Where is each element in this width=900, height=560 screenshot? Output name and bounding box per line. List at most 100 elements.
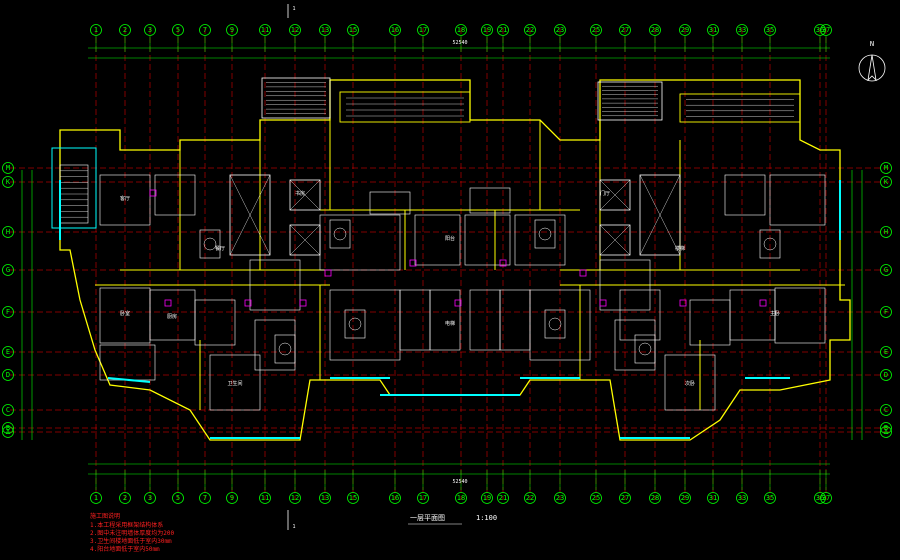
room-outline [724,174,766,216]
furniture-chair [203,237,217,251]
axis-bubble [347,24,359,36]
axis-bubble-label: 13 [321,26,329,34]
axis-bubble-label: 5 [176,26,180,34]
axis-bubble [880,264,892,276]
axis-bubble-label: 29 [681,26,689,34]
axis-bubble-label: G [6,266,10,274]
axis-bubble [497,492,509,504]
axis-bubble-label: C [6,406,10,414]
core-room [599,224,631,256]
axis-bubble [736,492,748,504]
room-outline [414,214,461,266]
stair-landing [339,91,471,123]
room-outline [529,289,591,361]
axis-bubble [289,492,301,504]
furniture-table [544,309,566,339]
note-line-1: 1.本工程采用框架结构体系 [90,521,163,529]
furniture-table [634,334,656,364]
axis-bubble-label: 17 [419,494,427,502]
door-fixture [244,299,252,307]
axis-bubble-label: D [884,371,888,379]
furniture-table [344,309,366,339]
axis-bubble [417,24,429,36]
axis-bubble-label: 28 [651,494,659,502]
axis-bubble-label: M [884,164,888,172]
axis-bubble [319,492,331,504]
furniture-table [329,219,351,249]
elevator-cross [599,224,631,256]
core-room [639,174,681,256]
room-outline [99,174,151,226]
note-line-3: 3.卫生间楼地面低于室内30mm [90,537,172,545]
axis-bubble [554,24,566,36]
axis-bubble [119,492,131,504]
axis-bubble [199,492,211,504]
door-fixture [454,299,462,307]
axis-bubble-label: 29 [681,494,689,502]
axis-bubble [736,24,748,36]
axis-bubble [144,24,156,36]
axis-bubble [679,24,691,36]
window [107,377,151,383]
axis-bubble-label: 22 [526,494,534,502]
elevator-cross [639,174,681,256]
axis-bubble [455,492,467,504]
axis-bubble [814,492,826,504]
axis-bubble-label: 2 [123,26,127,34]
axis-bubble-label: 28 [651,26,659,34]
axis-bubble-label: 15 [349,494,357,502]
axis-bubble [590,492,602,504]
axis-bubble-label: 7 [203,26,207,34]
furniture-chair [333,227,347,241]
room-label: 电梯 [445,320,455,327]
axis-bubble [820,24,832,36]
stair-block [597,81,663,121]
axis-bubble-label: 21 [499,26,507,34]
section-mark-top-label: 1 [292,6,295,12]
room-outline [194,299,236,346]
axis-bubble-label: 35 [766,26,774,34]
axis-bubble [2,306,14,318]
axis-bubble-label: 3 [148,494,152,502]
axis-bubble [90,492,102,504]
room-label: 客厅 [120,195,130,202]
axis-bubble [2,422,14,434]
axis-bubble-label: K [6,178,11,186]
room-layout [51,77,841,439]
room-outline [469,289,501,351]
axis-bubble [172,492,184,504]
axis-bubble [880,404,892,416]
axis-bubble-label: F [884,308,888,316]
door-fixture [409,259,417,267]
axis-bubble [649,492,661,504]
axis-bubble [764,492,776,504]
door-fixture [149,189,157,197]
axis-bubble-label: 33 [738,26,746,34]
axis-bubble-label: 1 [94,26,98,34]
note-line-2: 2.图中未注明墙体厚度均为200 [90,529,174,537]
section-mark-top: 1 [287,4,296,18]
axis-bubble-label: 16 [391,26,399,34]
total-dimension-top: 52540 [452,40,467,46]
axis-bubble-label: 19 [483,494,491,502]
core-room [289,179,321,211]
elevator-cross [599,179,631,211]
axis-bubble [880,422,892,434]
axis-bubble [389,24,401,36]
axis-bubble-label: 19 [483,26,491,34]
axis-bubble-label: 12 [291,26,299,34]
room-outline [774,287,826,344]
axis-bubble-label: C [884,406,888,414]
axis-bubble-label: 18 [457,494,465,502]
axis-bubble [619,24,631,36]
axis-bubble [880,162,892,174]
axis-grid-lines [10,28,890,500]
room-outline [154,174,196,216]
axis-bubble-label: E [884,348,888,356]
door-fixture [324,269,332,277]
axis-bubble [880,306,892,318]
section-mark-bottom: 1 [287,510,296,530]
notes-title: 施工图说明 [90,512,120,520]
elevator-cross [289,179,321,211]
